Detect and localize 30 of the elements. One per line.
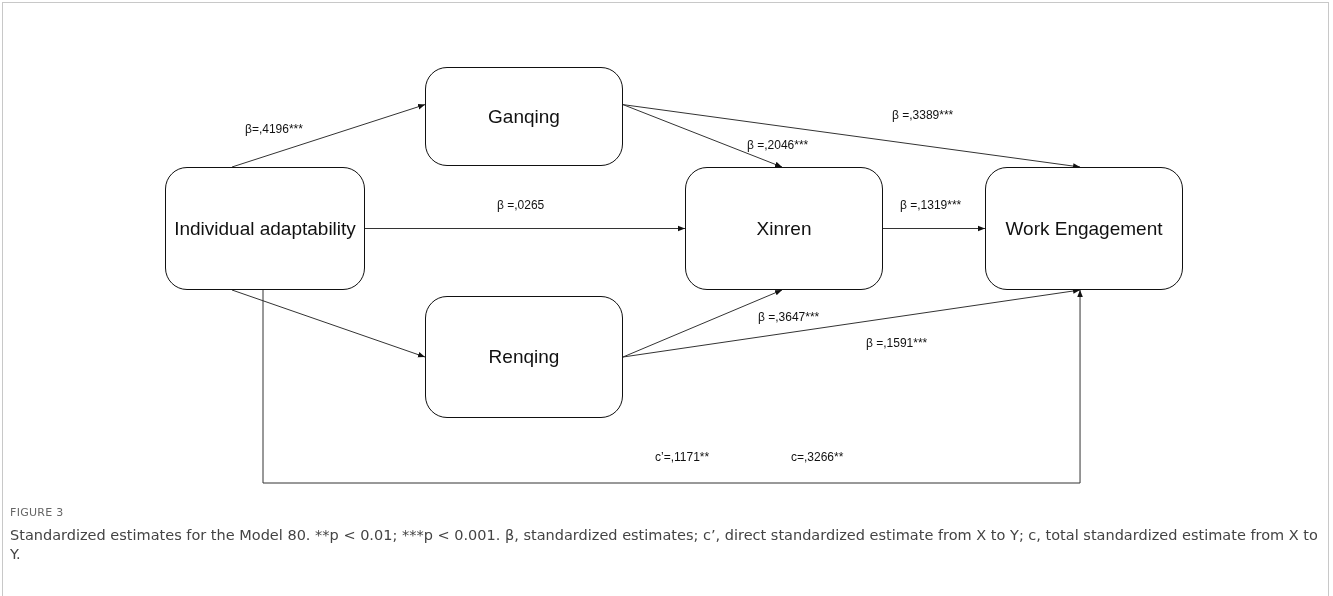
figure-caption: Standardized estimates for the Model 80. **p < 0.01; ***p < 0.001. β, standardized estimates; c’, direct standardized estimate from X to Y; c, total standardized estimate from X to Y. bbox=[10, 526, 1319, 564]
node-label: Renqing bbox=[488, 345, 560, 369]
node-label: Ganqing bbox=[488, 104, 560, 129]
arrow bbox=[622, 289, 783, 358]
edge-label: β =,0265 bbox=[496, 198, 546, 212]
edge-label: β =,3647*** bbox=[757, 310, 821, 324]
arrow bbox=[882, 225, 986, 232]
arrow bbox=[231, 289, 426, 358]
arrow bbox=[364, 225, 686, 232]
arrow bbox=[622, 104, 783, 168]
edge-label: β =,2046*** bbox=[746, 138, 810, 152]
process-box bbox=[425, 296, 623, 418]
edge-label: c’=,1171** bbox=[654, 450, 711, 464]
node-label: Work Engagement bbox=[1005, 216, 1163, 241]
process-box bbox=[425, 67, 623, 166]
figure-number: FIGURE 3 bbox=[10, 506, 64, 519]
process-box bbox=[165, 167, 365, 290]
arrow bbox=[622, 104, 1081, 169]
edge-label: β =,1591*** bbox=[865, 336, 929, 350]
arrow bbox=[262, 289, 1083, 484]
arrow bbox=[231, 104, 426, 168]
edge-label: β =,3389*** bbox=[891, 108, 955, 122]
node-label: Individual adaptability bbox=[174, 216, 356, 241]
process-box bbox=[985, 167, 1183, 290]
process-box bbox=[685, 167, 883, 290]
path-coefficient: c=,3266** bbox=[790, 450, 845, 464]
arrow bbox=[622, 288, 1081, 358]
edge-label: β =,1319*** bbox=[899, 198, 963, 212]
edge-label: β=,4196*** bbox=[244, 122, 304, 136]
node-label: Xinren bbox=[756, 216, 812, 241]
